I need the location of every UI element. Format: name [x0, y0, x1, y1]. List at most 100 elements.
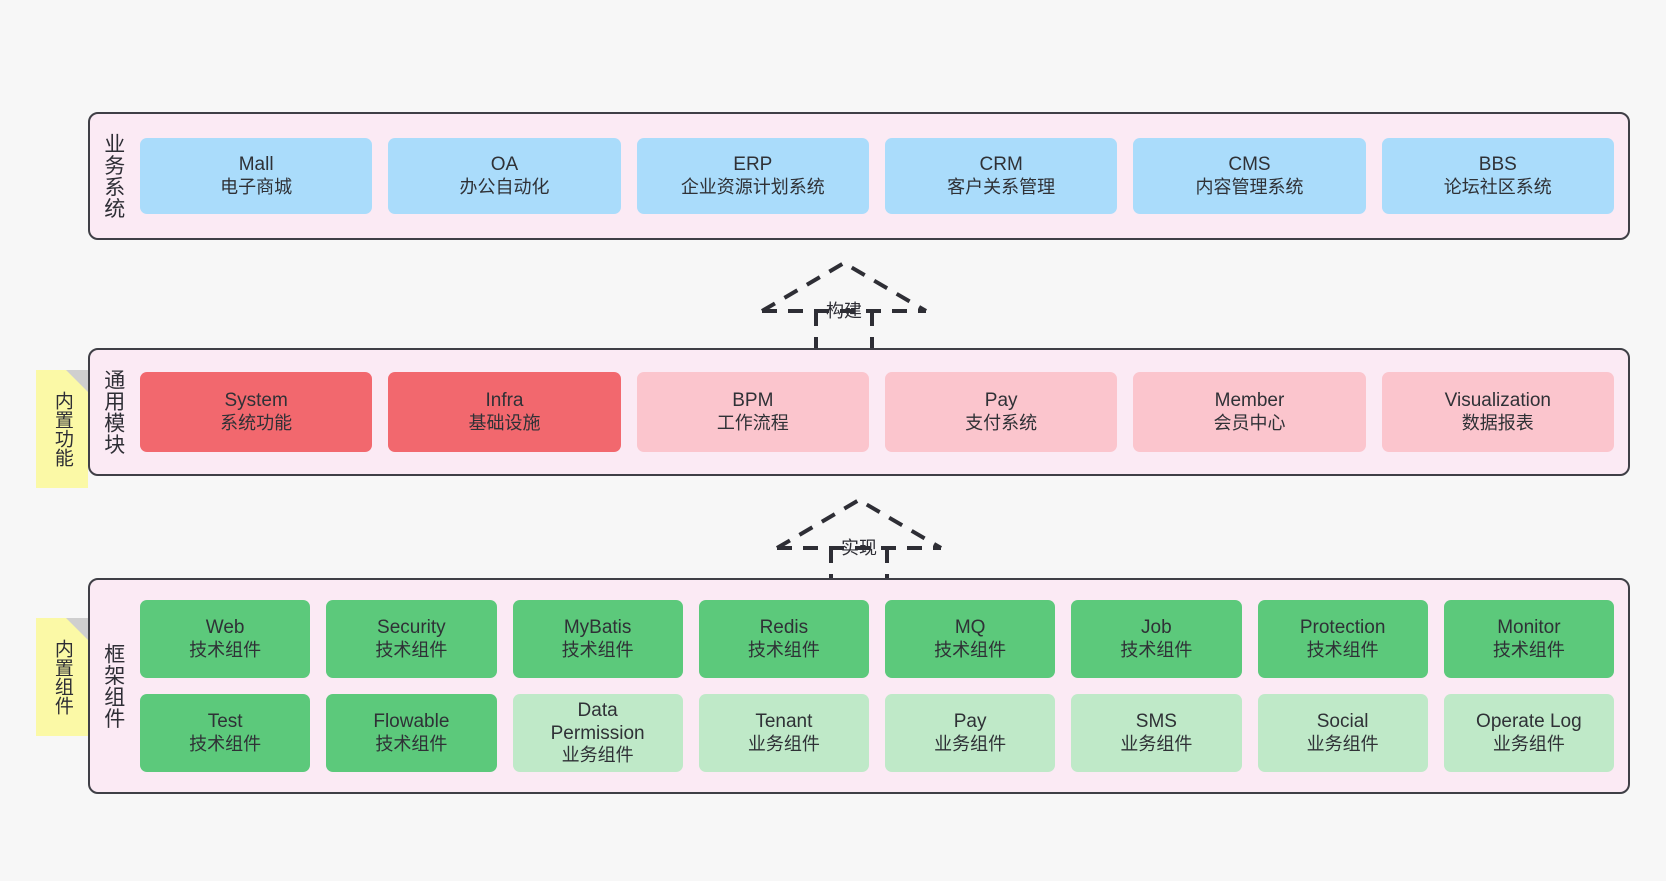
node-title: Pay: [953, 711, 987, 733]
node-subtitle: 业务组件: [1120, 733, 1193, 754]
node-cms[interactable]: CMS 内容管理系统: [1133, 138, 1366, 214]
node-visualization[interactable]: Visualization 数据报表: [1381, 372, 1614, 452]
node-web[interactable]: Web 技术组件: [140, 600, 311, 678]
node-title: System: [224, 390, 288, 412]
node-social[interactable]: Social 业务组件: [1257, 694, 1428, 772]
layer-title-framework-components: 框架组件: [101, 643, 125, 729]
layer-common-modules: 通用模块 System 系统功能 Infra 基础设施 BPM 工作流程 Pay…: [88, 348, 1630, 476]
node-subtitle: 客户关系管理: [947, 176, 1056, 197]
node-title: Monitor: [1497, 617, 1561, 639]
node-member[interactable]: Member 会员中心: [1133, 372, 1366, 452]
connector-label-build: 构建: [826, 301, 862, 321]
node-subtitle: 技术组件: [189, 733, 262, 754]
node-title: SMS: [1135, 711, 1177, 733]
arrowhead-triangle-left-right: [775, 497, 943, 550]
node-sms[interactable]: SMS 业务组件: [1071, 694, 1242, 772]
node-title: CMS: [1228, 154, 1271, 176]
node-infra[interactable]: Infra 基础设施: [388, 372, 621, 452]
node-subtitle: 会员中心: [1213, 412, 1286, 433]
node-crm[interactable]: CRM 客户关系管理: [884, 138, 1118, 214]
node-subtitle: 企业资源计划系统: [680, 176, 825, 197]
node-title: MyBatis: [563, 617, 632, 639]
node-title: Data Permission: [550, 699, 645, 745]
node-title: Security: [377, 617, 446, 639]
layer-body-common-modules: System 系统功能 Infra 基础设施 BPM 工作流程 Pay 支付系统…: [136, 350, 1628, 474]
node-subtitle: 业务组件: [934, 733, 1007, 754]
node-pay-component[interactable]: Pay 业务组件: [885, 694, 1056, 772]
node-subtitle: 业务组件: [1306, 733, 1379, 754]
node-title: Redis: [759, 617, 809, 639]
node-title: Tenant: [755, 711, 813, 733]
node-subtitle: 办公自动化: [459, 176, 550, 197]
sticky-note-text: 内置组件: [51, 639, 73, 715]
node-title: MQ: [954, 617, 986, 639]
node-title: Test: [207, 711, 243, 733]
node-title: CRM: [979, 154, 1023, 176]
node-subtitle: 业务组件: [1492, 733, 1565, 754]
node-subtitle: 技术组件: [1120, 639, 1193, 660]
node-pay-module[interactable]: Pay 支付系统: [884, 372, 1118, 452]
node-subtitle: 数据报表: [1461, 412, 1534, 433]
node-erp[interactable]: ERP 企业资源计划系统: [636, 138, 869, 214]
connector-label-implement: 实现: [841, 538, 877, 558]
node-title: Infra: [485, 390, 524, 412]
node-title: Flowable: [373, 711, 450, 733]
layer-title-common-modules: 通用模块: [101, 369, 125, 455]
node-flowable[interactable]: Flowable 技术组件: [326, 694, 497, 772]
node-title: BPM: [732, 390, 774, 412]
node-tenant[interactable]: Tenant 业务组件: [698, 694, 869, 772]
node-mybatis[interactable]: MyBatis 技术组件: [512, 600, 683, 678]
node-subtitle: 技术组件: [1492, 639, 1565, 660]
node-title: Member: [1214, 390, 1285, 412]
node-subtitle: 论坛社区系统: [1443, 176, 1552, 197]
node-subtitle: 技术组件: [375, 639, 448, 660]
node-data-permission[interactable]: Data Permission 业务组件: [512, 694, 683, 772]
node-mall[interactable]: Mall 电子商城: [140, 138, 373, 214]
node-subtitle: 技术组件: [934, 639, 1007, 660]
box-row: System 系统功能 Infra 基础设施 BPM 工作流程 Pay 支付系统…: [140, 372, 1614, 452]
box-row: Test 技术组件 Flowable 技术组件 Data Permission …: [140, 694, 1614, 772]
node-oa[interactable]: OA 办公自动化: [388, 138, 621, 214]
node-security[interactable]: Security 技术组件: [326, 600, 497, 678]
node-title: Pay: [984, 390, 1018, 412]
node-subtitle: 业务组件: [561, 745, 634, 766]
node-title: Mall: [238, 154, 274, 176]
node-bbs[interactable]: BBS 论坛社区系统: [1381, 138, 1614, 214]
node-redis[interactable]: Redis 技术组件: [698, 600, 869, 678]
box-row: Mall 电子商城 OA 办公自动化 ERP 企业资源计划系统 CRM 客户关系…: [140, 138, 1614, 214]
node-title: Web: [205, 617, 245, 639]
node-title: Protection: [1299, 617, 1386, 639]
layer-framework-components: 框架组件 Web 技术组件 Security 技术组件 MyBatis 技术组件…: [88, 578, 1630, 794]
sticky-note-builtin-functions: 内置功能: [36, 370, 88, 488]
node-subtitle: 支付系统: [965, 412, 1038, 433]
node-subtitle: 工作流程: [716, 412, 789, 433]
node-monitor[interactable]: Monitor 技术组件: [1443, 600, 1614, 678]
node-test[interactable]: Test 技术组件: [140, 694, 311, 772]
node-subtitle: 业务组件: [747, 733, 820, 754]
note-fold-corner-icon: [66, 370, 88, 392]
node-subtitle: 技术组件: [747, 639, 820, 660]
node-protection[interactable]: Protection 技术组件: [1257, 600, 1428, 678]
node-subtitle: 电子商城: [220, 176, 293, 197]
node-subtitle: 技术组件: [375, 733, 448, 754]
node-title: OA: [490, 154, 519, 176]
sticky-note-text: 内置功能: [51, 391, 73, 467]
node-bpm[interactable]: BPM 工作流程: [636, 372, 869, 452]
node-title: Social: [1316, 711, 1369, 733]
node-subtitle: 内容管理系统: [1195, 176, 1304, 197]
connector-implement: 实现: [769, 492, 949, 592]
node-operate-log[interactable]: Operate Log 业务组件: [1443, 694, 1614, 772]
node-system[interactable]: System 系统功能: [140, 372, 373, 452]
node-subtitle: 基础设施: [468, 412, 541, 433]
node-title: BBS: [1478, 154, 1517, 176]
layer-business-systems: 业务系统 Mall 电子商城 OA 办公自动化 ERP 企业资源计划系统 CRM…: [88, 112, 1630, 240]
node-title: Visualization: [1444, 390, 1551, 412]
node-subtitle: 技术组件: [561, 639, 634, 660]
layer-title-business-systems: 业务系统: [101, 133, 125, 219]
node-job[interactable]: Job 技术组件: [1071, 600, 1242, 678]
node-subtitle: 系统功能: [220, 412, 293, 433]
arrowhead-triangle-left-right: [760, 260, 928, 313]
node-mq[interactable]: MQ 技术组件: [885, 600, 1056, 678]
sticky-note-builtin-components: 内置组件: [36, 618, 88, 736]
